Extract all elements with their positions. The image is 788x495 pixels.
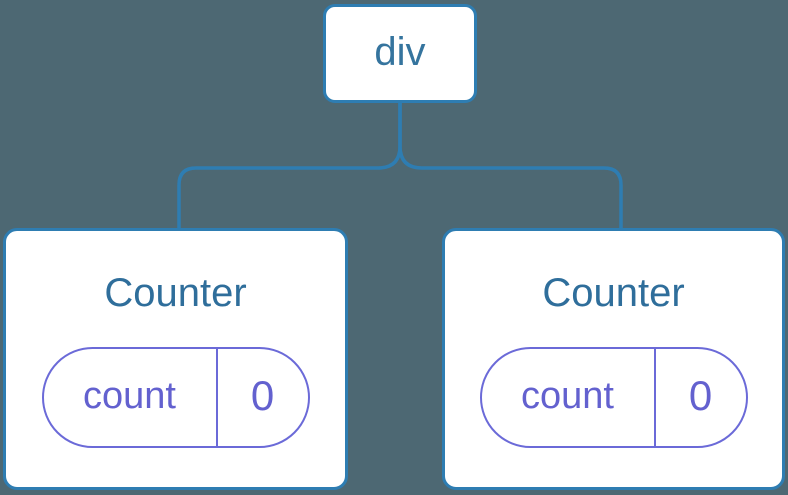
- state-pill: count 0: [41, 347, 310, 448]
- root-node-label: div: [374, 29, 426, 74]
- state-pill: count 0: [479, 347, 748, 448]
- state-value: 0: [250, 371, 275, 419]
- state-key-label: count: [83, 374, 176, 417]
- root-node-div: div: [323, 4, 477, 103]
- connector-root-to-left-child: [177, 101, 402, 230]
- state-value: 0: [688, 371, 713, 419]
- counter-node-left: Counter count 0: [3, 228, 348, 490]
- counter-title: Counter: [542, 271, 685, 315]
- state-value-cell: 0: [218, 349, 308, 446]
- state-key-label: count: [521, 374, 614, 417]
- connector-root-to-right-child: [398, 101, 623, 230]
- counter-title: Counter: [104, 271, 247, 315]
- state-value-cell: 0: [656, 349, 746, 446]
- state-key-cell: count: [482, 349, 656, 446]
- state-key-cell: count: [44, 349, 218, 446]
- counter-node-right: Counter count 0: [442, 228, 785, 490]
